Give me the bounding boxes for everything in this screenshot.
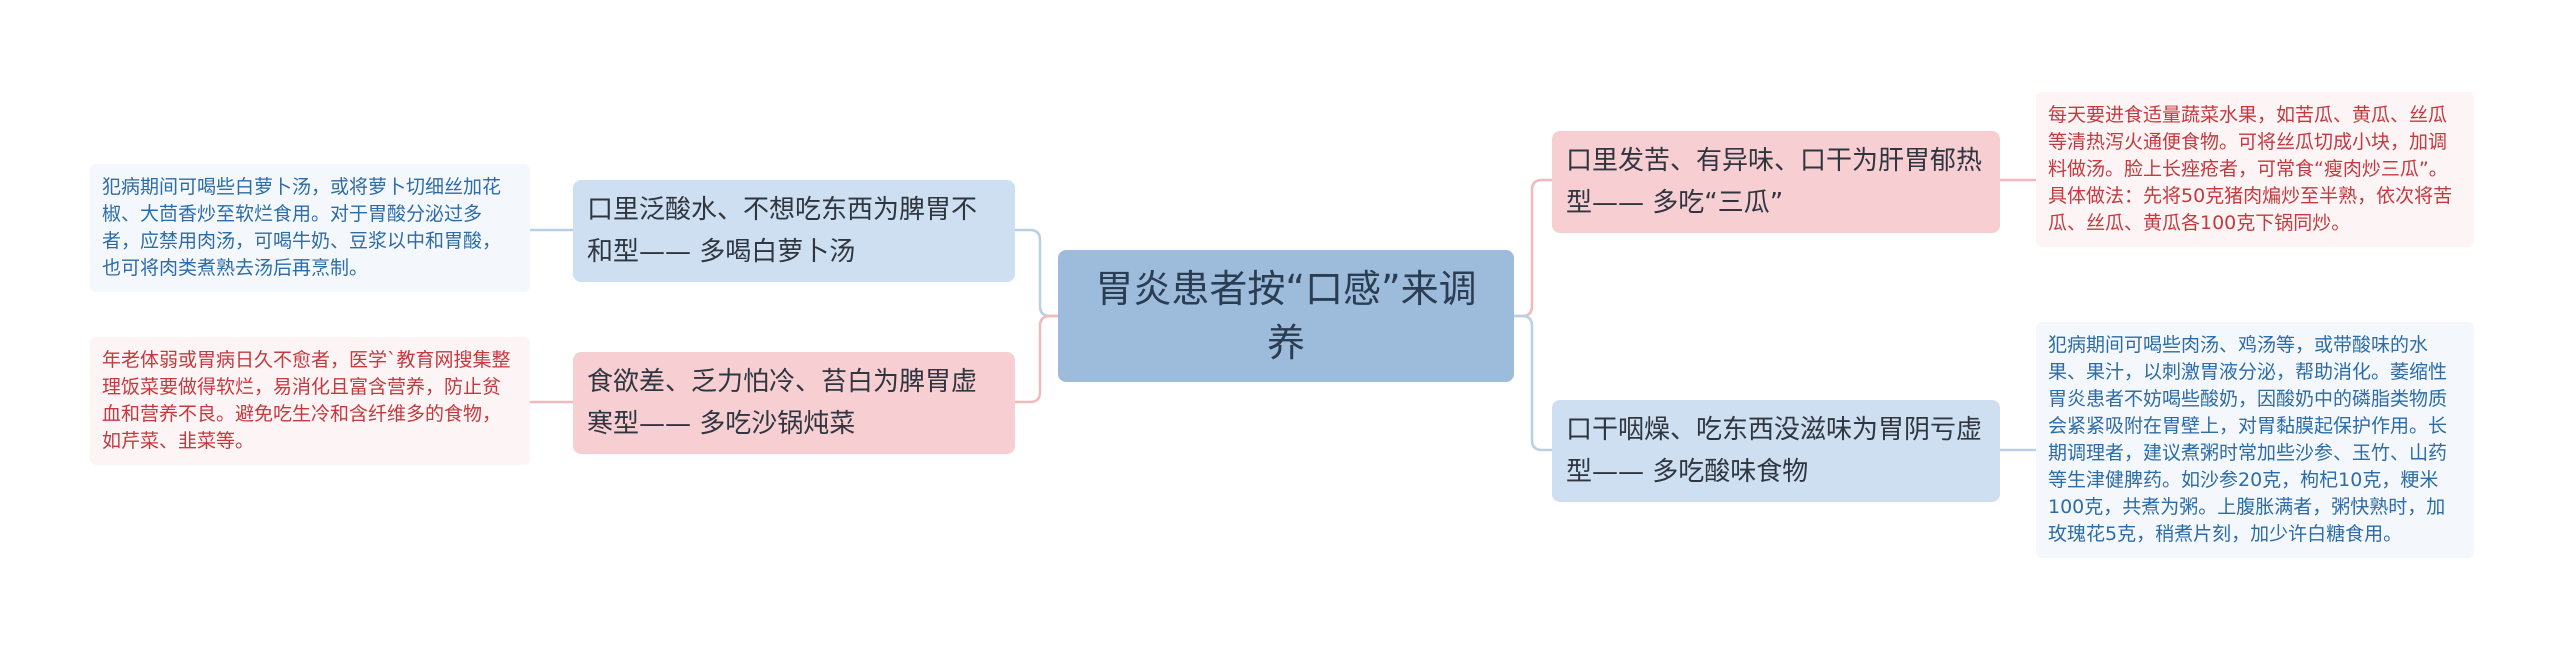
- note-text: 年老体弱或胃病日久不愈者，医学`教育网搜集整理饭菜要做得软烂，易消化且富含营养，…: [102, 349, 511, 452]
- branch-spleen-stomach-disharmony[interactable]: 口里泛酸水、不想吃东西为脾胃不和型—— 多喝白萝卜汤: [573, 180, 1015, 282]
- branch-label: 口里发苦、有异味、口干为肝胃郁热型—— 多吃“三瓜”: [1566, 146, 1983, 218]
- note-text: 每天要进食适量蔬菜水果，如苦瓜、黄瓜、丝瓜等清热泻火通便食物。可将丝瓜切成小块，…: [2048, 104, 2453, 234]
- branch-liver-stomach-heat[interactable]: 口里发苦、有异味、口干为肝胃郁热型—— 多吃“三瓜”: [1552, 131, 2000, 233]
- branch-label: 口里泛酸水、不想吃东西为脾胃不和型—— 多喝白萝卜汤: [587, 195, 978, 267]
- central-topic-label: 胃炎患者按“口感”来调养: [1095, 267, 1477, 365]
- branch-label: 口干咽燥、吃东西没滋味为胃阴亏虚型—— 多吃酸味食物: [1566, 415, 1983, 487]
- note-sour-foods[interactable]: 犯病期间可喝些肉汤、鸡汤等，或带酸味的水果、果汁，以刺激胃液分泌，帮助消化。萎缩…: [2036, 322, 2474, 558]
- note-text: 犯病期间可喝些肉汤、鸡汤等，或带酸味的水果、果汁，以刺激胃液分泌，帮助消化。萎缩…: [2048, 334, 2448, 545]
- note-radish-soup[interactable]: 犯病期间可喝些白萝卜汤，或将萝卜切细丝加花椒、大茴香炒至软烂食用。对于胃酸分泌过…: [90, 164, 530, 292]
- branch-stomach-yin-deficiency[interactable]: 口干咽燥、吃东西没滋味为胃阴亏虚型—— 多吃酸味食物: [1552, 400, 2000, 502]
- connector-center-left-top: [1015, 228, 1058, 318]
- connector-center-right-top: [1514, 178, 1552, 318]
- branch-label: 食欲差、乏力怕冷、苔白为脾胃虚寒型—— 多吃沙锅炖菜: [587, 367, 978, 439]
- note-text: 犯病期间可喝些白萝卜汤，或将萝卜切细丝加花椒、大茴香炒至软烂食用。对于胃酸分泌过…: [102, 176, 502, 279]
- connector-center-right-bottom: [1514, 314, 1552, 452]
- branch-spleen-stomach-cold[interactable]: 食欲差、乏力怕冷、苔白为脾胃虚寒型—— 多吃沙锅炖菜: [573, 352, 1015, 454]
- connector-center-left-bottom: [1015, 314, 1058, 404]
- note-casserole[interactable]: 年老体弱或胃病日久不愈者，医学`教育网搜集整理饭菜要做得软烂，易消化且富含营养，…: [90, 337, 530, 465]
- note-three-melons[interactable]: 每天要进食适量蔬菜水果，如苦瓜、黄瓜、丝瓜等清热泻火通便食物。可将丝瓜切成小块，…: [2036, 92, 2474, 247]
- central-topic[interactable]: 胃炎患者按“口感”来调养: [1058, 250, 1514, 382]
